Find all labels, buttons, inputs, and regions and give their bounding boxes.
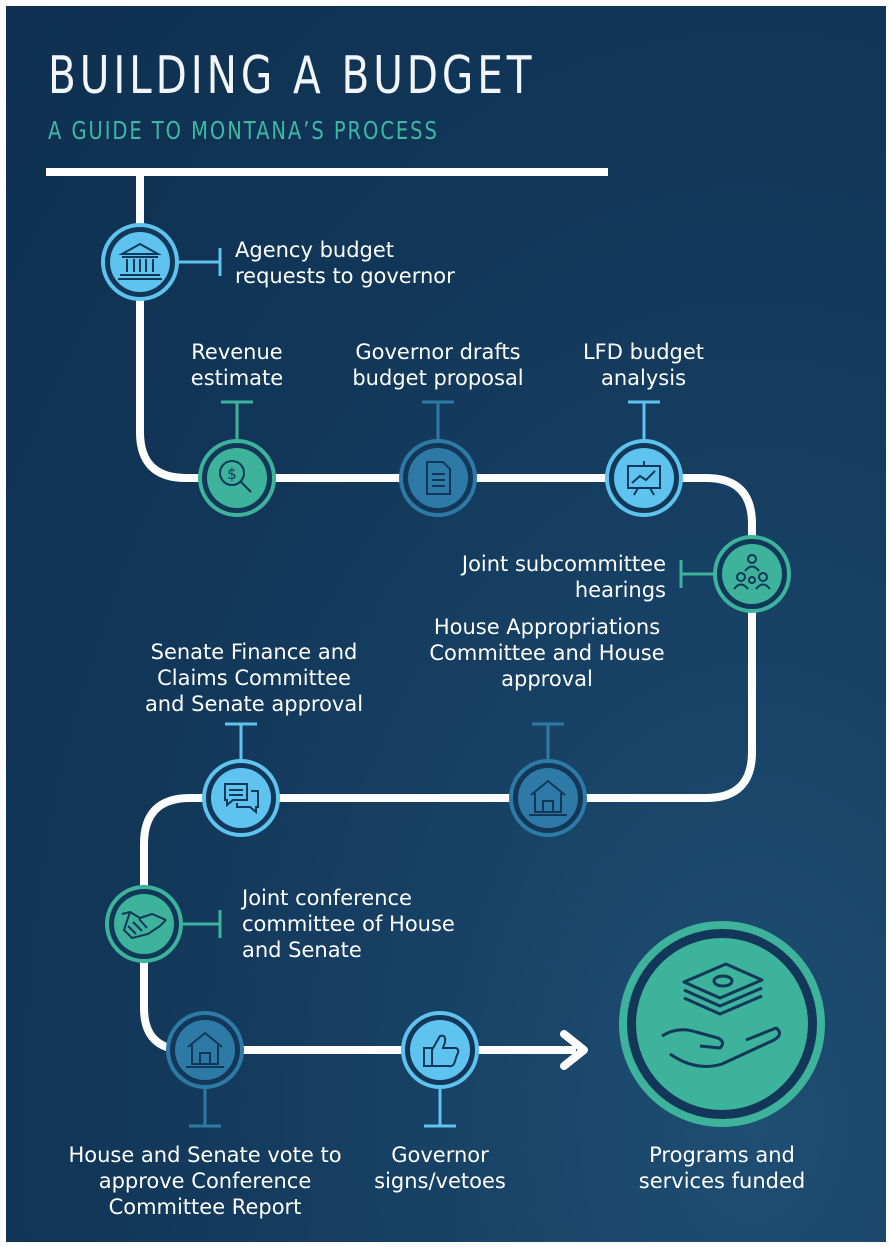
document-icon [426,461,451,495]
step-governor-sign-node [401,1011,479,1089]
house-icon [529,779,567,816]
step-label-house-approp: House Appropriations Committee and House… [429,615,665,691]
step-label-governor-draft: Governor drafts budget proposal [352,340,524,390]
money-hand-icon [661,962,781,1068]
infographic-poster: BUILDING A BUDGET A GUIDE TO MONTANA’S P… [6,6,886,1242]
connector-final-vote [189,1088,221,1128]
step-governor-draft-node [399,439,477,517]
step-label-revenue: Revenue estimate [190,340,284,390]
connector-lfd [628,400,660,440]
process-flow-diagram: $ [46,168,825,1128]
connector-governor-draft [422,400,454,440]
house-icon [186,1031,224,1068]
connector-house-approp [532,722,564,760]
process-path [46,168,756,1054]
step-joint-sub-node [713,535,791,613]
step-funded-node [619,921,825,1127]
step-agency-node [101,223,179,301]
page-title: BUILDING A BUDGET [48,46,536,106]
magnifier-dollar-icon: $ [219,460,252,493]
step-conference-node [105,885,183,963]
svg-text:$: $ [227,465,237,483]
page-subtitle: A GUIDE TO MONTANA’S PROCESS [48,116,439,145]
handshake-icon [121,910,167,940]
step-label-agency: Agency budget requests to governor [235,238,455,288]
connector-governor-sign [424,1088,456,1128]
step-label-lfd: LFD budget analysis [582,340,705,390]
speech-bubbles-icon [224,783,259,815]
connector-revenue [221,400,253,440]
step-label-final-vote: House and Senate vote to approve Confere… [68,1143,342,1219]
step-label-governor-sign: Governor signs/vetoes [374,1143,506,1193]
presentation-chart-icon [627,461,661,496]
step-senate-finance-node [202,759,280,837]
connector-agency [178,248,222,276]
step-label-funded: Programs and services funded [638,1143,806,1193]
connector-joint-sub [679,560,714,588]
step-label-joint-sub: Joint subcommittee hearings [461,552,666,602]
step-label-conference: Joint conference committee of House and … [242,886,455,962]
step-final-vote-node [166,1011,244,1089]
step-revenue-node: $ [198,439,276,517]
connector-conference [182,910,222,938]
step-lfd-node [605,439,683,517]
people-group-icon [733,554,771,590]
thumbs-up-icon [423,1034,460,1068]
end-arrow-icon [560,1030,588,1070]
connector-senate-finance [225,722,257,760]
step-house-approp-node [509,759,587,837]
government-building-icon [118,242,162,280]
step-label-senate-finance: Senate Finance and Claims Committee and … [144,640,364,716]
